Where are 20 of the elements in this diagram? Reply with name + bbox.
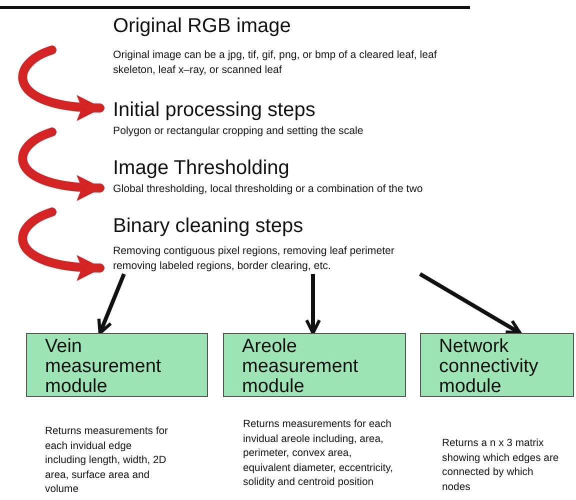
step-description: Removing contiguous pixel regions, removing leaf perimeter removing labeled regions, border clearing, etc. [113,244,396,274]
step-heading: Binary cleaning steps [113,214,304,238]
module-box: Network connectivity module [420,333,574,397]
module-box: Vein measurement module [26,333,208,397]
module-box: Areole measurement module [223,333,406,397]
arrow [18,128,104,200]
step-heading: Original RGB image [113,14,292,38]
description-text: Returns a n x 3 matrix showing which edges are connected by which nodes [442,437,560,494]
arrow [18,208,104,280]
arrow [305,274,321,335]
description-text: Returns measurements for each invidual edge including length, width, 2D area, surface area and volume [45,425,170,497]
arrow [18,46,104,120]
step-heading: Image Thresholding [113,156,290,180]
step-description: Original image can be a jpg, tif, gif, png, or bmp of a cleared leaf, leaf skeleton, leaf x–ray, or scanned leaf [113,48,438,78]
arrow [97,273,126,335]
description-text: Returns measurements for each invidual areole including, area, perimeter, convex area, equivalent diameter, eccentricity, solidity and centroid position [243,418,394,490]
arrow [418,272,522,335]
step-heading: Initial processing steps [113,98,316,122]
step-description: Global thresholding, local thresholding or a combination of the two [113,182,424,197]
step-description: Polygon or rectangular cropping and setting the scale [113,124,364,139]
